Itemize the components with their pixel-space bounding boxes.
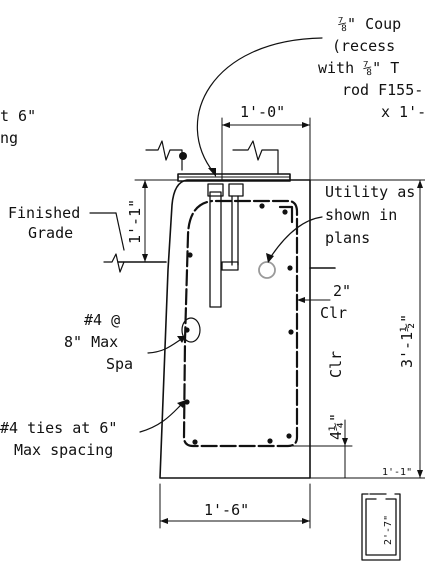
rebar4-circle — [181, 317, 201, 343]
tie-detail-inner — [365, 498, 397, 556]
dim-clear-side-label: Clr — [320, 304, 347, 322]
dim-bottom-arrow-right — [302, 518, 310, 524]
dim-clr-arrow — [297, 297, 305, 303]
dim-total-height: 3'-1½" — [398, 314, 416, 368]
dim-clear-bottom: 4¼" — [327, 413, 345, 440]
utility-leader-arrow — [266, 253, 274, 263]
rebar4-note-3: Spa — [106, 355, 133, 373]
finished-grade-note-1: Finished — [8, 204, 80, 222]
rebar4-note-1: #4 @ — [84, 311, 120, 329]
bolt-head — [179, 152, 187, 160]
utility-circle — [258, 261, 276, 279]
coupler-leader — [196, 37, 323, 174]
dim-top-arrow-left — [222, 122, 230, 128]
rebar-dots — [184, 203, 294, 445]
dim-bottom-arrow-left — [160, 518, 168, 524]
dim-bottom-clr-arrow — [342, 438, 348, 446]
tie-detail-outer — [361, 493, 401, 561]
coupler-leader-arrow — [208, 168, 216, 177]
post-break-right — [232, 140, 279, 175]
rebar-cage — [182, 199, 299, 448]
dim-grade-arrow-top — [142, 180, 148, 188]
utility-note-2: shown in — [325, 206, 397, 224]
finished-grade-leader-down — [115, 212, 125, 251]
ties-bottom-note-1: #4 ties at 6" — [0, 419, 117, 437]
grade-break-left — [103, 253, 125, 273]
ties-bottom-leader-arrow — [177, 400, 186, 408]
ties-bottom-note-2: Max spacing — [14, 441, 113, 459]
coupler-note-2: (recess — [332, 37, 395, 55]
coupler-note-1: ⅞" Coup — [338, 15, 401, 33]
dim-top-width: 1'-0" — [240, 103, 285, 121]
dim-top-arrow-right — [302, 122, 310, 128]
coupler-nut-right — [228, 183, 244, 197]
ties-top-note-1: t 6" — [0, 107, 36, 125]
anchor-rod — [209, 191, 222, 308]
rebar-hook — [278, 205, 294, 224]
rod-nut — [221, 261, 239, 271]
rebar4-note-2: 8" Max — [64, 333, 118, 351]
finished-grade-note-2: Grade — [28, 224, 73, 242]
utility-note-1: Utility as — [325, 183, 415, 201]
dim-grade-arrow-bottom — [142, 254, 148, 262]
coupler-nut-left — [207, 183, 224, 197]
dim-grade-height: 1'-1" — [126, 199, 144, 244]
coupler-note-3: with ⅞" T — [318, 59, 399, 77]
dim-total-arrow-top — [417, 180, 423, 188]
coupler-note-4: rod F155- — [342, 81, 423, 99]
coupler-note-5: x 1'- — [381, 103, 425, 121]
dim-base-small: 1'-1" — [382, 467, 412, 478]
dim-total-arrow-bottom — [417, 470, 423, 478]
dim-clear-side: 2" — [333, 282, 351, 300]
dim-bottom-width: 1'-6" — [204, 501, 249, 519]
post-break-left — [145, 140, 183, 171]
dim-detail-height: 2'-7" — [383, 515, 394, 545]
utility-note-3: plans — [325, 229, 370, 247]
dim-clear-bottom-label: Clr — [327, 351, 345, 378]
utility-leader — [269, 216, 323, 259]
ties-top-note-2: ng — [0, 129, 18, 147]
